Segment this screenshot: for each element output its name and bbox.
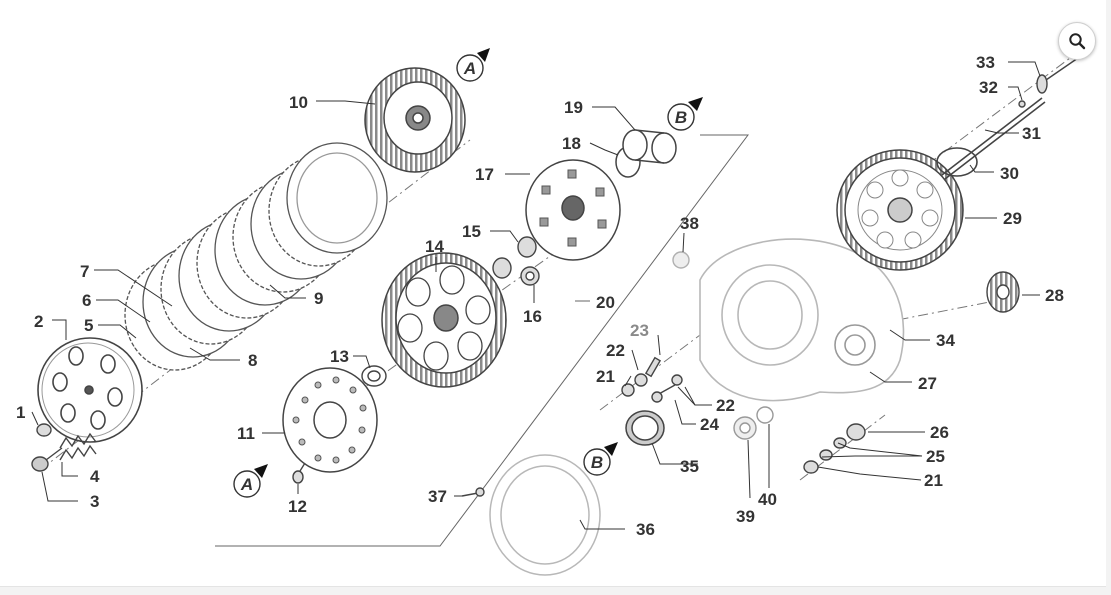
callout-15: 15	[462, 222, 481, 241]
callout-21-right: 21	[924, 471, 943, 490]
part-29-large-gear	[836, 149, 964, 271]
part-4-spring	[59, 432, 97, 461]
callout-30: 30	[1000, 164, 1019, 183]
callout-9: 9	[314, 289, 323, 308]
callout-labels: 1 2 3 4 5 6 7 8 9 10 11 12 13 14 15 16 1…	[16, 53, 1064, 539]
part-15-bushings	[492, 236, 537, 279]
part-34-crankcase-cover	[699, 238, 905, 402]
part-13-bearing	[361, 365, 387, 387]
part-32-pin	[1018, 100, 1026, 108]
callout-23: 23	[630, 321, 649, 340]
callout-7: 7	[80, 262, 89, 281]
callout-16: 16	[523, 307, 542, 326]
zoom-button[interactable]	[1058, 22, 1096, 60]
svg-text:A: A	[240, 475, 253, 494]
callout-8: 8	[248, 351, 257, 370]
leader-lines	[31, 61, 1041, 530]
callout-24: 24	[700, 415, 719, 434]
callout-11: 11	[237, 424, 255, 443]
part-19-sleeve	[622, 129, 677, 164]
callout-22-right: 22	[716, 396, 735, 415]
callout-34: 34	[936, 331, 955, 350]
callout-29: 29	[1003, 209, 1022, 228]
part-3-screw	[31, 447, 63, 472]
callout-40: 40	[758, 490, 777, 509]
part-21-22-23-24-hardware	[621, 356, 683, 403]
part-31-shaft	[941, 97, 1046, 180]
callout-25: 25	[926, 447, 945, 466]
part-38-plug	[672, 251, 690, 269]
callout-32: 32	[979, 78, 998, 97]
callout-37: 37	[428, 487, 447, 506]
part-1-bolt	[36, 423, 52, 437]
part-30-clip	[936, 147, 978, 177]
callout-39: 39	[736, 507, 755, 526]
part-17-plate	[525, 159, 621, 261]
badge-a-bottom: A	[233, 464, 268, 498]
part-37-screw	[461, 487, 485, 497]
callout-20: 20	[596, 293, 615, 312]
part-8-9-clutch-plates	[124, 142, 388, 371]
callout-26: 26	[930, 423, 949, 442]
callout-13: 13	[330, 347, 349, 366]
callout-1: 1	[16, 403, 25, 422]
part-11-plate	[282, 367, 378, 473]
callout-33: 33	[976, 53, 995, 72]
part-2-clutch-cover	[37, 337, 143, 443]
svg-text:B: B	[675, 108, 687, 127]
part-39-seal	[733, 416, 757, 440]
part-14-inner-hub	[381, 252, 507, 388]
svg-text:B: B	[591, 453, 603, 472]
callout-4: 4	[90, 467, 100, 486]
part-33-bolt	[1036, 57, 1079, 94]
callout-27: 27	[918, 374, 937, 393]
callout-28: 28	[1045, 286, 1064, 305]
callout-38: 38	[680, 214, 699, 233]
callout-22-left: 22	[606, 341, 625, 360]
callout-35: 35	[680, 457, 699, 476]
magnifier-icon	[1069, 33, 1086, 50]
callout-14: 14	[425, 237, 444, 256]
callout-31: 31	[1022, 124, 1041, 143]
badge-a-top: A	[456, 48, 490, 82]
part-36-gasket	[489, 454, 601, 576]
callout-36: 36	[636, 520, 655, 539]
badge-b-bottom: B	[583, 442, 618, 476]
part-40-oring	[756, 406, 774, 424]
part-35-ring	[625, 410, 665, 446]
part-28-small-gear	[986, 271, 1020, 313]
section-frame	[215, 134, 749, 547]
part-16-nut	[520, 266, 540, 286]
callout-19: 19	[564, 98, 583, 117]
callout-3: 3	[90, 492, 99, 511]
callout-17: 17	[475, 165, 494, 184]
svg-text:A: A	[463, 59, 476, 78]
part-25-26-hardware	[803, 423, 866, 474]
callout-21-left: 21	[596, 367, 615, 386]
part-10-clutch-drum	[364, 67, 466, 173]
callout-10: 10	[289, 93, 308, 112]
callout-12: 12	[288, 497, 307, 516]
callout-18: 18	[562, 134, 581, 153]
badge-b-top: B	[667, 97, 703, 131]
part-12-pin	[292, 462, 306, 484]
callout-2: 2	[34, 312, 43, 331]
callout-5: 5	[84, 316, 93, 335]
callout-6: 6	[82, 291, 91, 310]
